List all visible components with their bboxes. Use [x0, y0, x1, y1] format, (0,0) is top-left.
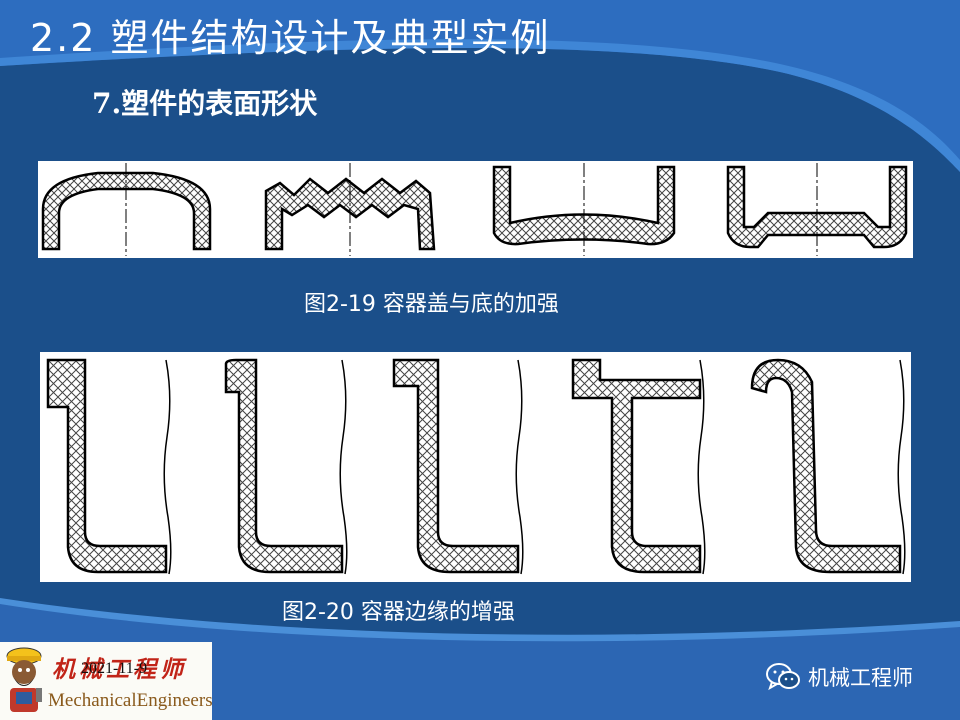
wechat-icon: [766, 663, 800, 691]
wechat-watermark: 机械工程师: [766, 660, 913, 694]
logo-chinese-text: 机械工程师: [52, 656, 187, 683]
slide-date: 2021-11-9: [81, 660, 148, 677]
slide-title: 2.2 塑件结构设计及典型实例: [30, 16, 551, 60]
logo-english-text: MechanicalEngineers: [48, 690, 212, 711]
cartoon-engineer-icon: [6, 647, 42, 712]
wechat-account-name: 机械工程师: [808, 666, 913, 690]
figure-2-19-caption: 图2-19 容器盖与底的加强: [304, 292, 559, 317]
brand-logo: 机械工程师 MechanicalEngineers: [0, 642, 212, 720]
figure-2-19-drawing: [38, 161, 913, 258]
figure-2-20-drawing: [40, 352, 911, 582]
figure-2-20-caption: 图2-20 容器边缘的增强: [282, 600, 515, 625]
section-subtitle: 7.塑件的表面形状: [92, 87, 318, 120]
